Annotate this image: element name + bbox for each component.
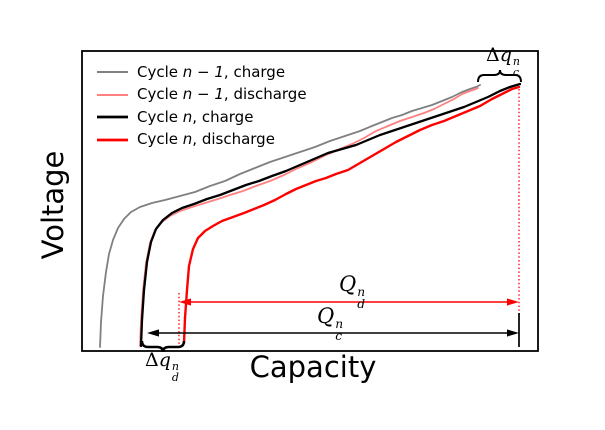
legend-item-curr-charge: Cycle n, charge bbox=[96, 106, 307, 129]
y-axis-label: Voltage bbox=[36, 150, 71, 260]
legend-item-curr-discharge: Cycle n, discharge bbox=[96, 129, 307, 152]
legend-label-prev-discharge: Cycle n − 1, discharge bbox=[137, 85, 307, 104]
arrow-qd bbox=[179, 298, 519, 306]
legend: Cycle n − 1, charge Cycle n − 1, dischar… bbox=[96, 61, 307, 151]
legend-item-prev-discharge: Cycle n − 1, discharge bbox=[96, 84, 307, 107]
legend-label-curr-discharge: Cycle n, discharge bbox=[137, 130, 275, 149]
x-axis-label: Capacity bbox=[249, 350, 377, 384]
delta-symbol: Δ bbox=[144, 349, 159, 371]
legend-line-swatch-salmon bbox=[97, 93, 128, 96]
axes-frame bbox=[81, 50, 539, 352]
curve-cycle-n-charge bbox=[139, 82, 522, 348]
brace-dqc bbox=[477, 69, 522, 83]
curve-cycle-n-discharge bbox=[182, 85, 521, 345]
legend-label-prev-charge: Cycle n − 1, charge bbox=[137, 62, 286, 81]
delta-symbol: Δ bbox=[485, 44, 500, 66]
legend-line-swatch-black bbox=[97, 115, 128, 119]
arrow-qc bbox=[147, 329, 519, 337]
legend-line-swatch-red bbox=[97, 138, 128, 142]
legend-item-prev-charge: Cycle n − 1, charge bbox=[96, 61, 307, 84]
curve-cycle-prev-charge bbox=[99, 84, 481, 348]
brace-dqd bbox=[140, 340, 186, 353]
legend-line-swatch-gray bbox=[97, 71, 128, 74]
legend-label-curr-charge: Cycle n, charge bbox=[137, 107, 254, 126]
